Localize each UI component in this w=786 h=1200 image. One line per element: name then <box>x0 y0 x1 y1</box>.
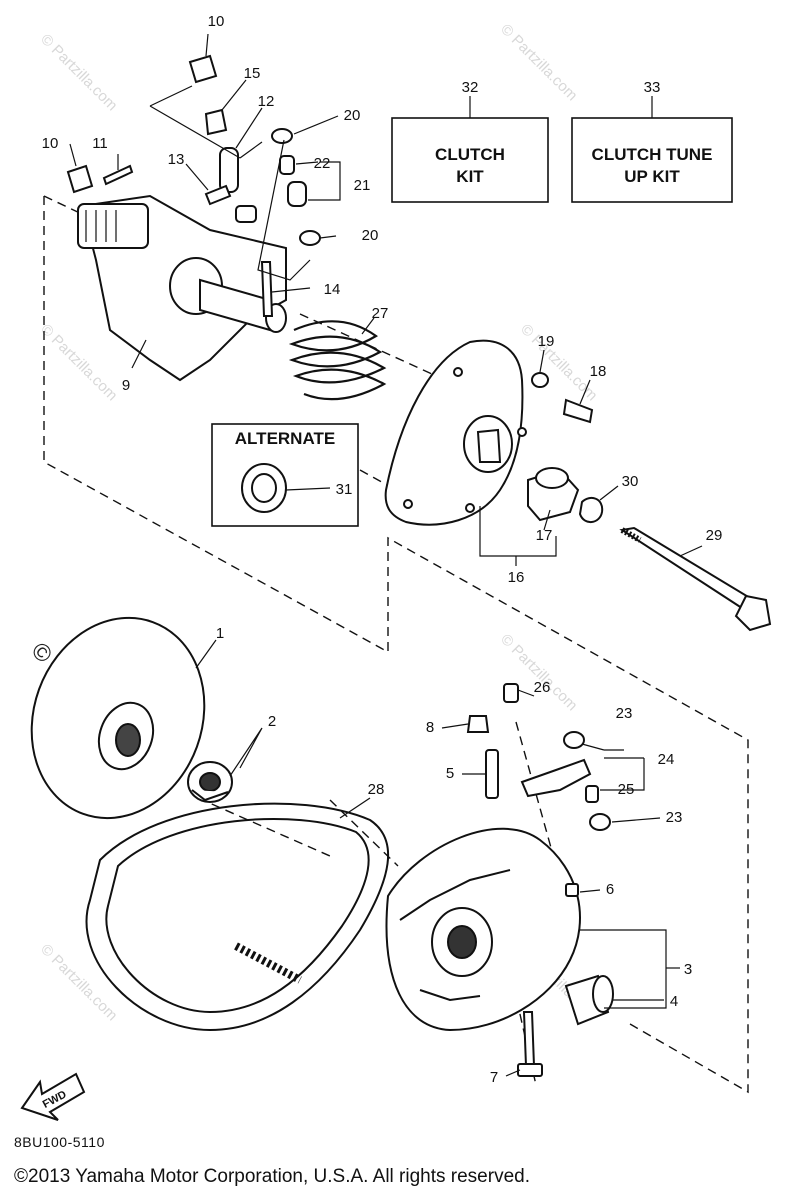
callout-25: 25 <box>618 781 635 798</box>
callout-24: 24 <box>658 751 675 768</box>
callout-1: 1 <box>216 625 224 642</box>
callout-14: 14 <box>324 281 341 298</box>
copyright-notice: ©2013 Yamaha Motor Corporation, U.S.A. A… <box>14 1166 530 1187</box>
callout-numbers: 10 15 12 20 10 11 13 22 21 20 14 27 9 32… <box>42 13 723 1086</box>
callout-10: 10 <box>42 135 59 152</box>
callout-12: 12 <box>258 93 275 110</box>
roller-10a-part <box>188 54 218 84</box>
spider-assembly-part <box>77 194 287 382</box>
roller-10b-part <box>66 164 94 194</box>
bushing-22-part <box>279 155 295 175</box>
callout-15: 15 <box>244 65 261 82</box>
callout-16: 16 <box>508 569 525 586</box>
secondary-clutch-part <box>385 827 581 1032</box>
clutch-tune-up-kit-line2: UP KIT <box>624 167 680 186</box>
watermark-text: © Partzilla.com <box>517 321 600 404</box>
washer-23a-part <box>563 731 585 749</box>
callout-27: 27 <box>372 305 389 322</box>
callout-28: 28 <box>368 781 385 798</box>
callout-2: 2 <box>268 713 276 730</box>
callout-29: 29 <box>706 527 723 544</box>
bolt-7-part <box>522 1011 536 1067</box>
callout-23: 23 <box>666 809 683 826</box>
callout-20: 20 <box>362 227 379 244</box>
callout-13: 13 <box>168 151 185 168</box>
callout-22: 22 <box>314 155 331 172</box>
screw-6-part <box>565 883 579 897</box>
alternate-washer-part <box>241 463 287 513</box>
callout-6: 6 <box>606 881 614 898</box>
alternate-label: ALTERNATE <box>235 429 335 448</box>
watermark-text: © Partzilla.com <box>497 21 580 104</box>
callout-21: 21 <box>354 177 371 194</box>
bushing-part <box>187 761 233 803</box>
screw-18-part <box>562 398 594 424</box>
alternate-box: ALTERNATE <box>211 423 359 527</box>
lower-small-parts <box>466 683 611 1077</box>
spring-part <box>288 320 387 401</box>
secondary-bushing-part <box>564 974 614 1026</box>
primary-sheave-part <box>30 616 206 820</box>
washer-23b-part <box>589 813 611 831</box>
pin-5-part <box>485 749 499 799</box>
upper-small-parts <box>66 54 321 317</box>
callout-10: 10 <box>208 13 225 30</box>
watermark-text: © Partzilla.com <box>37 31 120 114</box>
callout-19: 19 <box>538 333 555 350</box>
callout-23: 23 <box>616 705 633 722</box>
callout-18: 18 <box>590 363 607 380</box>
callout-8: 8 <box>426 719 434 736</box>
washer-30-part <box>578 496 604 523</box>
watermark-text: © Partzilla.com <box>37 941 120 1024</box>
nut-15-part <box>204 108 228 136</box>
callout-31: 31 <box>336 481 353 498</box>
callout-20: 20 <box>344 107 361 124</box>
clutch-cover-part <box>384 339 527 526</box>
callout-26: 26 <box>534 679 551 696</box>
callout-17: 17 <box>536 527 553 544</box>
callout-30: 30 <box>622 473 639 490</box>
bolt-14-part <box>260 261 274 317</box>
callout-11: 11 <box>92 135 108 152</box>
fwd-arrow-icon: FWD <box>20 1072 86 1121</box>
callout-3: 3 <box>684 961 692 978</box>
bushing-8-part <box>466 715 490 733</box>
pin-13-part <box>204 184 232 206</box>
clutch-kit-box: CLUTCH KIT <box>391 117 549 203</box>
pin-11-part <box>102 164 134 186</box>
callout-33: 33 <box>644 79 661 96</box>
drive-belt-part <box>85 802 390 1032</box>
washer-20a-part <box>271 128 293 144</box>
pin-25-part <box>585 785 599 803</box>
leader-lines <box>69 33 703 1077</box>
clutch-kit-line2: KIT <box>456 167 484 186</box>
watermark-text: © Partzilla.com <box>37 321 120 404</box>
callout-32: 32 <box>462 79 479 96</box>
cover-hardware-parts <box>527 372 772 632</box>
callout-9: 9 <box>122 377 130 394</box>
clutch-kit-line1: CLUTCH <box>435 145 505 164</box>
diagram-part-code: 8BU100-5110 <box>14 1134 105 1150</box>
callout-4: 4 <box>670 993 678 1010</box>
clutch-tune-up-kit-box: CLUTCH TUNE UP KIT <box>571 117 733 203</box>
washer-20b-part <box>299 230 321 246</box>
bolt-26-part <box>503 683 519 703</box>
clutch-tune-up-kit-line1: CLUTCH TUNE <box>592 145 713 164</box>
bolt-29-part <box>619 526 762 614</box>
callout-7: 7 <box>490 1069 498 1086</box>
callout-5: 5 <box>446 765 454 782</box>
nut-19-part <box>531 372 549 388</box>
weight-24-part <box>520 758 592 798</box>
roller-21-part <box>287 181 307 207</box>
